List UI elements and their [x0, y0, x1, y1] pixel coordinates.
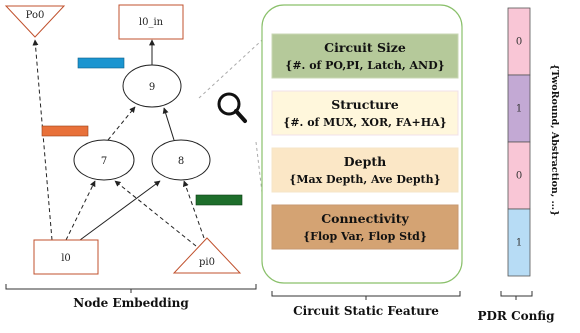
feature-box-2: Depth {Max Depth, Ave Depth} — [271, 147, 459, 193]
pdr-config-side-label: {TwoRound, Abstraction, …} — [549, 64, 560, 216]
config-cell-2: 0 — [507, 141, 531, 210]
feature-title-2: Depth — [344, 154, 386, 169]
config-cell-1: 1 — [507, 74, 531, 143]
node-8-label: 8 — [178, 156, 184, 167]
edge-l0-po0 — [32, 39, 53, 241]
config-value-1: 1 — [516, 104, 522, 115]
edge-pi0-n7 — [114, 180, 197, 247]
feature-sub-2: {Max Depth, Ave Depth} — [289, 173, 440, 186]
magnifier-icon — [217, 92, 247, 123]
feature-box-0: Circuit Size {#. of PO,PI, Latch, AND} — [271, 33, 459, 79]
edge-n7-n9 — [107, 106, 136, 141]
config-cell-3: 1 — [507, 208, 531, 277]
embedding-bar-blue — [77, 57, 125, 69]
node-8: 8 — [151, 139, 211, 181]
feature-box-3: Connectivity {Flop Var, Flop Std} — [271, 204, 459, 250]
node-pi0: pi0 — [172, 237, 242, 274]
circuit-static-feature-caption: Circuit Static Feature — [293, 304, 439, 318]
pdr-config-caption: PDR Config — [478, 309, 556, 323]
circuit-static-feature-brace — [271, 291, 461, 300]
config-cell-0: 0 — [507, 7, 531, 76]
node-7: 7 — [73, 139, 135, 181]
node-9-label: 9 — [149, 82, 155, 93]
pdr-config-panel: 0 1 0 1 {TwoRound, Abstraction, …} PDR Conf… — [478, 7, 560, 323]
edge-n8-n9 — [162, 107, 175, 141]
node-l0-label: l0 — [61, 253, 71, 264]
feature-title-3: Connectivity — [321, 211, 409, 226]
feature-title-1: Structure — [331, 97, 399, 112]
feature-sub-1: {#. of MUX, XOR, FA+HA} — [283, 116, 446, 129]
node-l0: l0 — [33, 239, 99, 275]
embedding-bar-orange — [41, 125, 89, 137]
edge-l0-n7 — [65, 180, 96, 241]
node-l0-in: l0_in — [118, 4, 184, 40]
edge-pi0-n8 — [182, 180, 205, 239]
node-7-label: 7 — [101, 156, 107, 167]
config-value-3: 1 — [516, 238, 522, 249]
feature-box-1: Structure {#. of MUX, XOR, FA+HA} — [271, 90, 459, 136]
node-embedding-brace — [5, 284, 257, 293]
config-value-2: 0 — [516, 171, 522, 182]
zoom-line-top — [198, 29, 274, 99]
node-pi0-label: pi0 — [199, 257, 215, 268]
node-po0-label: Po0 — [26, 10, 45, 21]
pdr-config-brace — [500, 291, 533, 300]
node-9: 9 — [122, 64, 182, 108]
feature-sub-3: {Flop Var, Flop Std} — [303, 230, 427, 243]
node-embedding-graph: Po0 l0_in 9 7 8 l0 pi0 — [4, 4, 257, 310]
node-po0: Po0 — [4, 5, 66, 38]
node-l0-in-label: l0_in — [139, 17, 164, 28]
embedding-bar-green — [195, 194, 243, 206]
config-value-0: 0 — [516, 37, 522, 48]
node-embedding-caption: Node Embedding — [73, 296, 189, 310]
circuit-static-feature-panel: Circuit Size {#. of PO,PI, Latch, AND} Str… — [261, 4, 463, 318]
feature-title-0: Circuit Size — [324, 40, 406, 55]
edge-l0-n8 — [79, 180, 161, 241]
feature-sub-0: {#. of PO,PI, Latch, AND} — [285, 59, 444, 72]
